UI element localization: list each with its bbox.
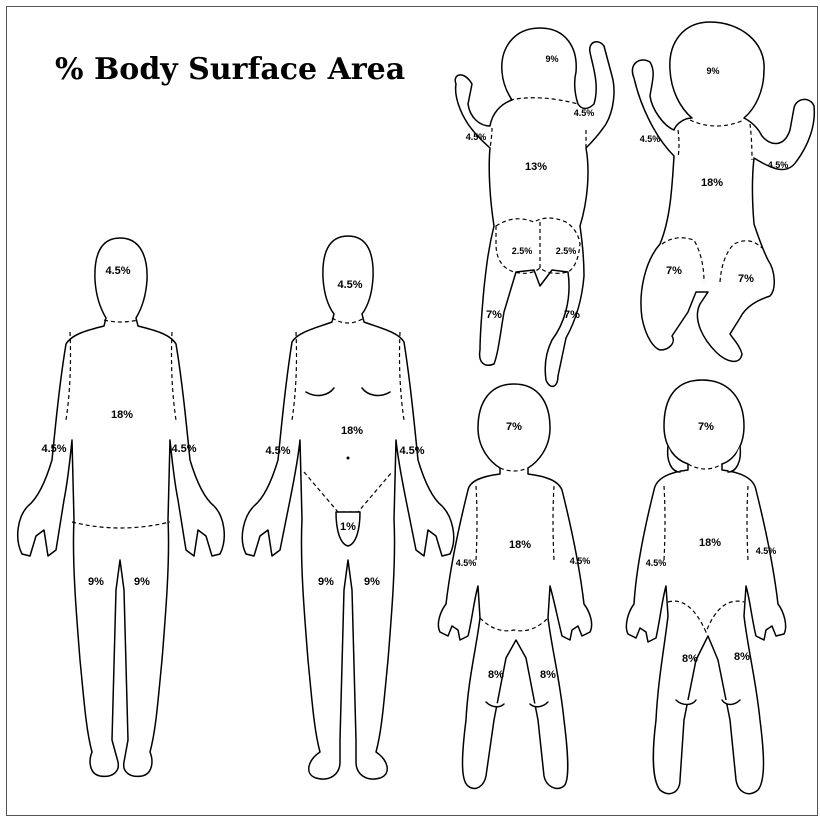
infant-back-buttock-left-label: 2.5% xyxy=(512,246,533,256)
figure-child-front: 7% 18% 4.5% 4.5% 8% 8% xyxy=(626,380,785,794)
adult-back-silhouette xyxy=(18,238,225,776)
figure-adult-front: 4.5% 18% 4.5% 4.5% 1% 9% 9% xyxy=(242,236,453,779)
adult-front-head-label: 4.5% xyxy=(337,279,362,291)
adult-back-leg-right-label: 9% xyxy=(134,576,150,588)
child-back-silhouette xyxy=(438,384,591,788)
adult-front-leg-right-label: 9% xyxy=(364,576,380,588)
infant-back-silhouette xyxy=(455,28,614,386)
figure-infant-front: 9% 18% 4.5% 4.5% 7% 7% xyxy=(632,22,814,361)
child-back-arm-left-label: 4.5% xyxy=(456,558,477,568)
infant-back-torso-label: 13% xyxy=(525,161,547,173)
child-front-torso-label: 18% xyxy=(699,537,721,549)
infant-back-arm-left-label: 4.5% xyxy=(466,132,487,142)
child-back-arm-right-label: 4.5% xyxy=(570,556,591,566)
figure-infant-back: 9% 13% 4.5% 4.5% 2.5% 2.5% 7% 7% xyxy=(455,28,614,386)
infant-front-arm-right-label: 4.5% xyxy=(768,160,789,170)
child-back-leg-left-label: 8% xyxy=(488,669,504,681)
adult-front-leg-left-label: 9% xyxy=(318,576,334,588)
adult-back-torso-label: 18% xyxy=(111,409,133,421)
adult-front-silhouette xyxy=(242,236,453,779)
child-front-arm-right-label: 4.5% xyxy=(756,546,777,556)
child-back-head-label: 7% xyxy=(506,421,522,433)
figure-adult-back: 4.5% 18% 4.5% 4.5% 9% 9% xyxy=(18,238,225,776)
figure-child-back: 7% 18% 4.5% 4.5% 8% 8% xyxy=(438,384,591,788)
adult-back-head-label: 4.5% xyxy=(105,265,130,277)
infant-back-leg-left-label: 7% xyxy=(486,309,502,321)
child-front-head-label: 7% xyxy=(698,421,714,433)
adult-front-torso-label: 18% xyxy=(341,425,363,437)
infant-back-buttock-right-label: 2.5% xyxy=(556,246,577,256)
child-back-leg-right-label: 8% xyxy=(540,669,556,681)
infant-back-leg-right-label: 7% xyxy=(564,309,580,321)
child-front-arm-left-label: 4.5% xyxy=(646,558,667,568)
infant-front-leg-left-label: 7% xyxy=(666,265,682,277)
child-front-leg-right-label: 8% xyxy=(734,651,750,663)
infant-front-leg-right-label: 7% xyxy=(738,273,754,285)
child-front-silhouette xyxy=(626,380,785,794)
infant-front-head-label: 9% xyxy=(706,66,719,76)
adult-back-leg-left-label: 9% xyxy=(88,576,104,588)
adult-back-arm-right-label: 4.5% xyxy=(171,443,196,455)
infant-front-torso-label: 18% xyxy=(701,177,723,189)
adult-front-arm-left-label: 4.5% xyxy=(265,445,290,457)
child-front-leg-left-label: 8% xyxy=(682,653,698,665)
infant-front-silhouette xyxy=(632,22,814,361)
adult-back-arm-left-label: 4.5% xyxy=(41,443,66,455)
adult-front-arm-right-label: 4.5% xyxy=(399,445,424,457)
infant-back-arm-right-label: 4.5% xyxy=(574,108,595,118)
adult-front-groin-label: 1% xyxy=(340,521,356,533)
infant-back-head-label: 9% xyxy=(545,54,558,64)
child-back-torso-label: 18% xyxy=(509,539,531,551)
infant-front-arm-left-label: 4.5% xyxy=(640,134,661,144)
